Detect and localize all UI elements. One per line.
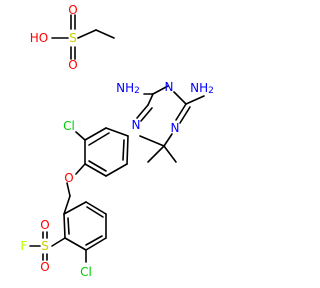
oxygen-label: O bbox=[68, 58, 77, 72]
nitrogen-label: N bbox=[165, 80, 174, 94]
bonds bbox=[29, 14, 205, 263]
bond bbox=[85, 201, 107, 215]
oxygen-label: O bbox=[40, 218, 49, 232]
bond bbox=[63, 201, 87, 215]
chlorine-label: Cl bbox=[80, 265, 92, 279]
bond bbox=[179, 106, 191, 124]
chlorine-label: Cl bbox=[63, 119, 75, 133]
oxygen-label: O bbox=[68, 3, 77, 17]
ether-oxygen-label: O bbox=[64, 171, 73, 185]
bond bbox=[140, 107, 153, 122]
bond bbox=[64, 237, 87, 251]
bond bbox=[66, 182, 71, 197]
bond bbox=[147, 93, 154, 106]
bond bbox=[88, 160, 107, 172]
bond bbox=[63, 213, 66, 239]
bond bbox=[163, 133, 173, 147]
bond bbox=[86, 206, 104, 218]
bond bbox=[105, 127, 129, 137]
bond bbox=[122, 139, 125, 161]
bond bbox=[147, 145, 165, 163]
bond bbox=[185, 95, 205, 105]
molecule-structure: HO S O O NH2 NH2 N N N Cl O F S O O Cl bbox=[21, 3, 214, 279]
bond bbox=[126, 135, 129, 165]
bond bbox=[51, 237, 66, 247]
bond bbox=[163, 145, 177, 163]
bond bbox=[85, 235, 103, 246]
amine-label: NH2 bbox=[190, 81, 214, 96]
bond bbox=[175, 103, 187, 121]
sulfur-label: S bbox=[69, 31, 77, 45]
bond bbox=[84, 127, 107, 141]
hydroxyl-label: HO bbox=[30, 31, 48, 45]
bond bbox=[75, 131, 86, 141]
sulfur-label: S bbox=[41, 239, 49, 253]
amine-label: NH2 bbox=[116, 81, 140, 96]
bond bbox=[63, 195, 71, 215]
bond bbox=[105, 163, 128, 177]
ring-nitrogen-label: N bbox=[132, 118, 141, 132]
bond bbox=[75, 163, 86, 175]
atom-labels: HO S O O NH2 NH2 N N N Cl O F S O O Cl bbox=[21, 3, 214, 279]
bond bbox=[95, 29, 115, 39]
bond bbox=[67, 217, 70, 235]
bond bbox=[173, 91, 187, 105]
bond bbox=[85, 237, 107, 251]
bond bbox=[136, 104, 149, 119]
bond bbox=[139, 135, 165, 147]
fluorine-label: F bbox=[21, 239, 28, 253]
bond bbox=[84, 163, 107, 177]
bond bbox=[77, 29, 97, 39]
oxygen-label: O bbox=[40, 260, 49, 274]
bond bbox=[152, 85, 169, 95]
nitrogen-label: N bbox=[171, 121, 180, 135]
bond bbox=[88, 132, 110, 146]
